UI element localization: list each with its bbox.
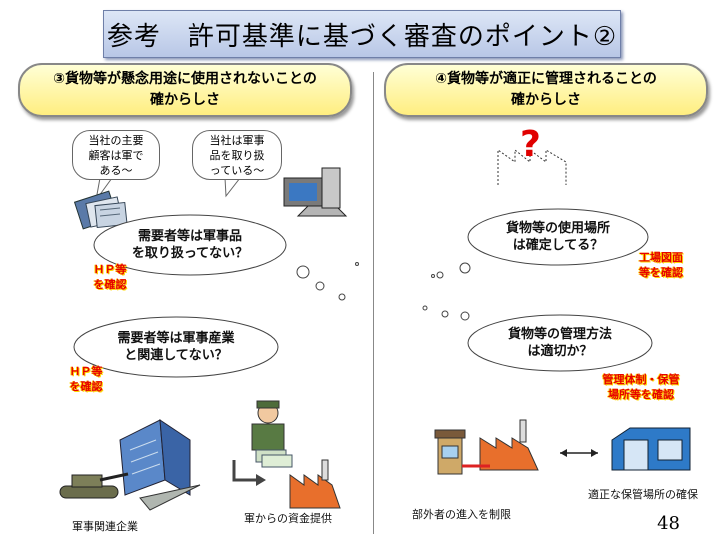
caption-military-company: 軍事関連企業 <box>72 520 138 533</box>
check-note-management-system: 管理体制・保管 場所等を確認 <box>602 373 680 401</box>
factory-icon-right <box>479 419 539 471</box>
turn-arrow-icon <box>232 460 256 482</box>
caption-restrict-outsiders: 部外者の進入を制限 <box>412 508 511 521</box>
fighter-jet-icon <box>139 484 201 511</box>
thought-usage-location: 貨物等の使用場所 は確定してる？ <box>505 221 610 253</box>
thought-bubble-1 <box>93 214 287 276</box>
thought-military-industry: 需要者等は軍事産業 と関連してない？ <box>117 331 235 363</box>
callout-handles-military: 当社は軍事 品を取り扱 っている～ <box>192 130 282 180</box>
thought-trail-dots <box>296 262 471 321</box>
question-mark-icon: ? <box>520 124 541 165</box>
page-number: 48 <box>657 513 680 534</box>
thought-bubble-3 <box>467 208 649 266</box>
section-divider <box>373 72 374 534</box>
military-company-building-icon <box>119 419 191 496</box>
computer-icon <box>283 167 348 217</box>
left-section-header: ③貨物等が懸念用途に使用されないことの 確からしさ <box>18 63 352 117</box>
caption-military-funding: 軍からの資金提供 <box>244 512 332 525</box>
tank-icon <box>59 472 129 499</box>
warehouse-icon <box>611 427 691 471</box>
check-note-hp-1: ＨＰ等 を確認 <box>93 263 127 291</box>
thought-management-method: 貨物等の管理方法 は適切か？ <box>507 327 612 359</box>
callout-main-customer: 当社の主要 顧客は軍で ある～ <box>72 130 160 180</box>
factory-icon-left <box>289 459 341 509</box>
money-icon <box>255 449 293 468</box>
check-note-hp-2: ＨＰ等 を確認 <box>69 365 103 393</box>
callout-tail-right <box>224 177 242 198</box>
right-section-header: ④貨物等が適正に管理されることの 確からしさ <box>384 63 708 117</box>
documents-icon <box>73 190 128 230</box>
page-title: 参考 許可基準に基づく審査のポイント② <box>103 10 621 58</box>
unknown-building-outline <box>497 148 567 185</box>
thought-military-goods: 需要者等は軍事品 を取り扱ってない？ <box>131 229 249 261</box>
check-note-factory-drawing: 工場図面 等を確認 <box>639 251 683 279</box>
caption-storage-place: 適正な保管場所の確保 <box>588 488 698 501</box>
soldier-icon <box>251 400 285 451</box>
thought-bubble-2 <box>73 316 279 378</box>
thought-bubble-4 <box>467 314 653 372</box>
guard-booth-icon <box>434 429 490 475</box>
